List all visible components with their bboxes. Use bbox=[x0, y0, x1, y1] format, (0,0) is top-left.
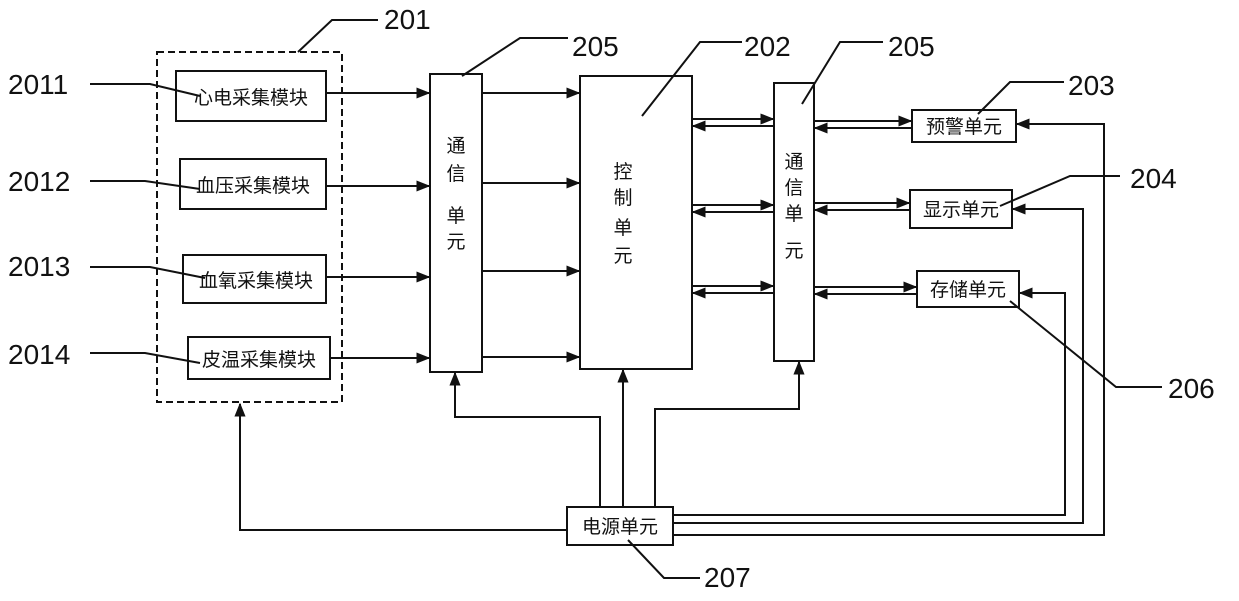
comm-unit-right-char-1: 通 bbox=[784, 151, 803, 173]
temp-module-ref: 2014 bbox=[8, 339, 70, 370]
power-to-warning-line bbox=[673, 124, 1104, 535]
comm-unit-left-char-4: 元 bbox=[446, 231, 465, 253]
spo2-module-ref: 2013 bbox=[8, 251, 70, 282]
power-unit-ref: 207 bbox=[704, 562, 751, 593]
warning-unit-label: 预警单元 bbox=[926, 116, 1002, 138]
storage-unit-label: 存储单元 bbox=[930, 279, 1006, 301]
temp-module-leader bbox=[90, 353, 200, 363]
control-unit-ref: 202 bbox=[744, 31, 791, 62]
power-to-storage-line bbox=[673, 293, 1065, 515]
power-to-comm-right-line bbox=[655, 362, 799, 507]
ecg-module-ref: 2011 bbox=[8, 69, 68, 100]
comm-unit-left-char-1: 通 bbox=[446, 135, 465, 157]
power-to-comm-left-line bbox=[455, 373, 600, 507]
display-unit-ref: 204 bbox=[1130, 163, 1177, 194]
ecg-module-label: 心电采集模块 bbox=[194, 87, 308, 109]
collection-block-leader bbox=[298, 20, 378, 52]
display-unit-leader bbox=[1000, 176, 1120, 206]
comm-unit-left-char-3: 单 bbox=[446, 205, 465, 227]
bp-module-ref: 2012 bbox=[8, 166, 70, 197]
control-unit-char-1: 控 bbox=[613, 161, 632, 183]
comm-unit-left-ref: 205 bbox=[572, 31, 619, 62]
display-unit-label: 显示单元 bbox=[923, 199, 999, 221]
control-unit-box bbox=[580, 76, 692, 369]
power-to-collection-line bbox=[240, 404, 567, 530]
storage-unit-leader bbox=[1010, 301, 1162, 387]
storage-unit-ref: 206 bbox=[1168, 373, 1215, 404]
control-unit-char-2: 制 bbox=[613, 187, 632, 209]
comm-unit-left-leader bbox=[462, 38, 568, 76]
spo2-module-label: 血氧采集模块 bbox=[199, 270, 313, 292]
comm-unit-right-ref: 205 bbox=[888, 31, 935, 62]
control-unit-char-3: 单 bbox=[613, 217, 632, 239]
comm-unit-right-char-4: 元 bbox=[784, 240, 803, 262]
comm-unit-left-char-2: 信 bbox=[446, 163, 465, 185]
bp-module-label: 血压采集模块 bbox=[196, 175, 310, 197]
warning-unit-ref: 203 bbox=[1068, 70, 1115, 101]
power-unit-label: 电源单元 bbox=[582, 516, 658, 538]
comm-unit-right-char-2: 信 bbox=[784, 177, 803, 199]
temp-module-label: 皮温采集模块 bbox=[202, 349, 316, 371]
collection-block-ref: 201 bbox=[384, 4, 431, 35]
power-to-display-line bbox=[673, 209, 1083, 523]
comm-unit-right-char-3: 单 bbox=[784, 203, 803, 225]
control-unit-char-4: 元 bbox=[613, 245, 632, 267]
